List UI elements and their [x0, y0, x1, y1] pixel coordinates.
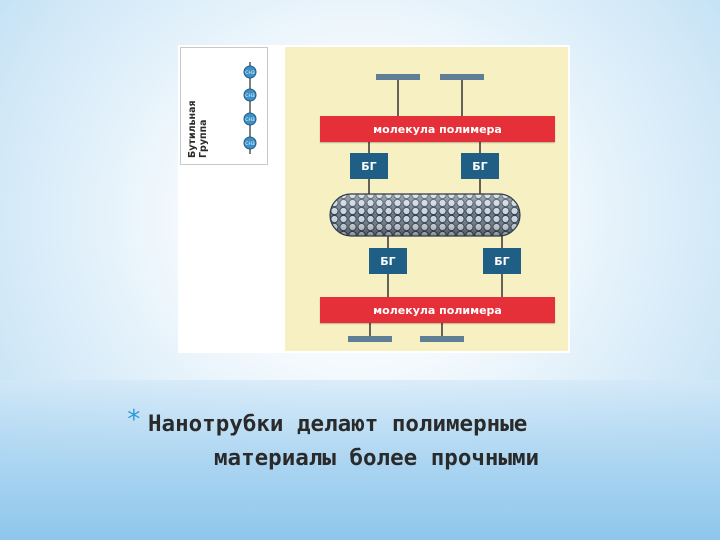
butyl-group-box-top-left: БГ	[350, 153, 388, 179]
atom-3: CH3	[243, 112, 257, 126]
butyl-group-box-top-right: БГ	[461, 153, 499, 179]
legend-label-line1: Бутильная	[187, 100, 198, 158]
top-side-chain-right	[440, 74, 484, 116]
bottom-side-chain-right	[420, 323, 464, 342]
atom-label: CH3	[245, 141, 255, 147]
caption-line1: Нанотрубки делают полимерные	[148, 411, 528, 437]
atom-1: CH3	[243, 65, 257, 79]
atom-4: CH3	[243, 136, 257, 150]
atom-label: CH3	[245, 70, 255, 76]
diagram-connectors	[329, 74, 521, 342]
slide-bottom-band	[0, 380, 720, 540]
bullet-asterisk: *	[126, 405, 142, 435]
atom-label: CH3	[245, 117, 255, 123]
atom-2: CH3	[243, 88, 257, 102]
butyl-group-chain: CH3 CH3 CH3 CH3	[243, 62, 257, 154]
atom-label: CH3	[245, 93, 255, 99]
butyl-group-box-bottom-left: БГ	[369, 248, 407, 274]
legend-label-line2: Группа	[198, 119, 209, 158]
bottom-side-chain-left	[348, 323, 392, 342]
butyl-group-box-bottom-right: БГ	[483, 248, 521, 274]
caption-line2: материалы более прочными	[214, 445, 540, 471]
polymer-molecule-top: молекула полимера	[320, 116, 555, 142]
carbon-nanotube	[329, 193, 521, 237]
polymer-molecule-bottom: молекула полимера	[320, 297, 555, 323]
legend-label: Бутильная Группа	[187, 48, 209, 158]
top-side-chain-left	[376, 74, 420, 116]
